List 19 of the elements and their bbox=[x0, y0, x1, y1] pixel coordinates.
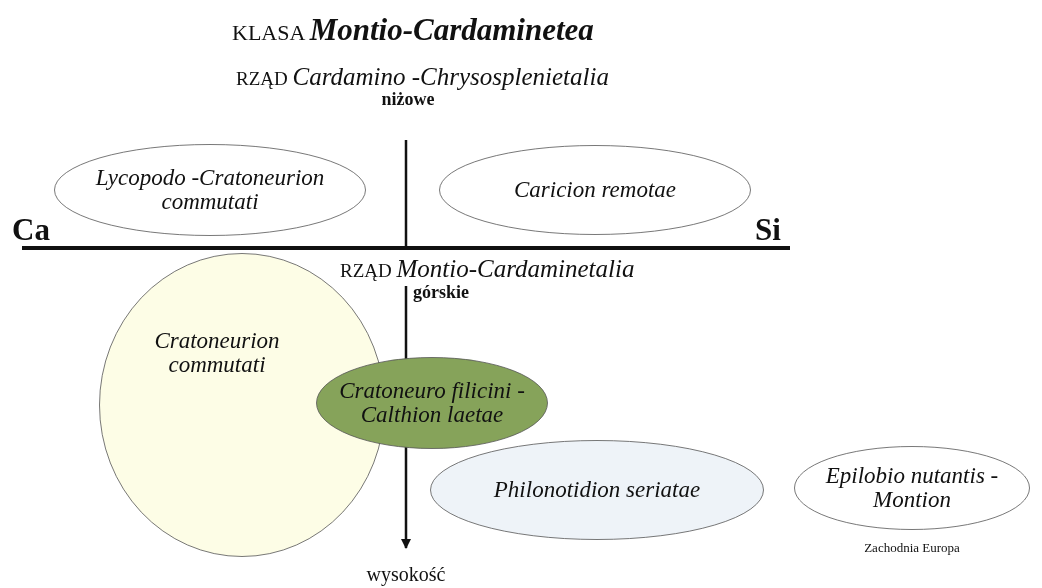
community-ellipse bbox=[430, 440, 764, 540]
region-note: Zachodnia Europa bbox=[864, 540, 960, 556]
mountain-label: górskie bbox=[413, 282, 469, 303]
community-name: Lycopodo -Cratoneurion commutati bbox=[94, 166, 326, 214]
community-name: Philonotidion seriatae bbox=[492, 476, 702, 504]
altitude-axis-label: wysokość bbox=[366, 563, 446, 586]
community-ellipse bbox=[54, 144, 366, 236]
order-heading: RZĄD Montio-Cardaminetalia bbox=[340, 255, 635, 283]
community-name: Cratoneurion commutati bbox=[153, 329, 281, 377]
community-name: Epilobio nutantis -Montion bbox=[824, 464, 1000, 512]
title: KLASA Montio-Cardaminetea bbox=[232, 12, 594, 48]
community-name: Caricion remotae bbox=[512, 176, 677, 204]
calcium-axis-label: Ca bbox=[12, 212, 50, 248]
order-heading: RZĄD Cardamino -Chrysosplenietalia bbox=[236, 63, 609, 91]
lowland-label: niżowe bbox=[381, 89, 435, 110]
community-ellipse bbox=[439, 145, 751, 235]
community-ellipse bbox=[316, 357, 548, 449]
silicon-axis-label: Si bbox=[755, 212, 781, 248]
community-name: Cratoneuro filicini -Calthion laetae bbox=[338, 379, 526, 427]
